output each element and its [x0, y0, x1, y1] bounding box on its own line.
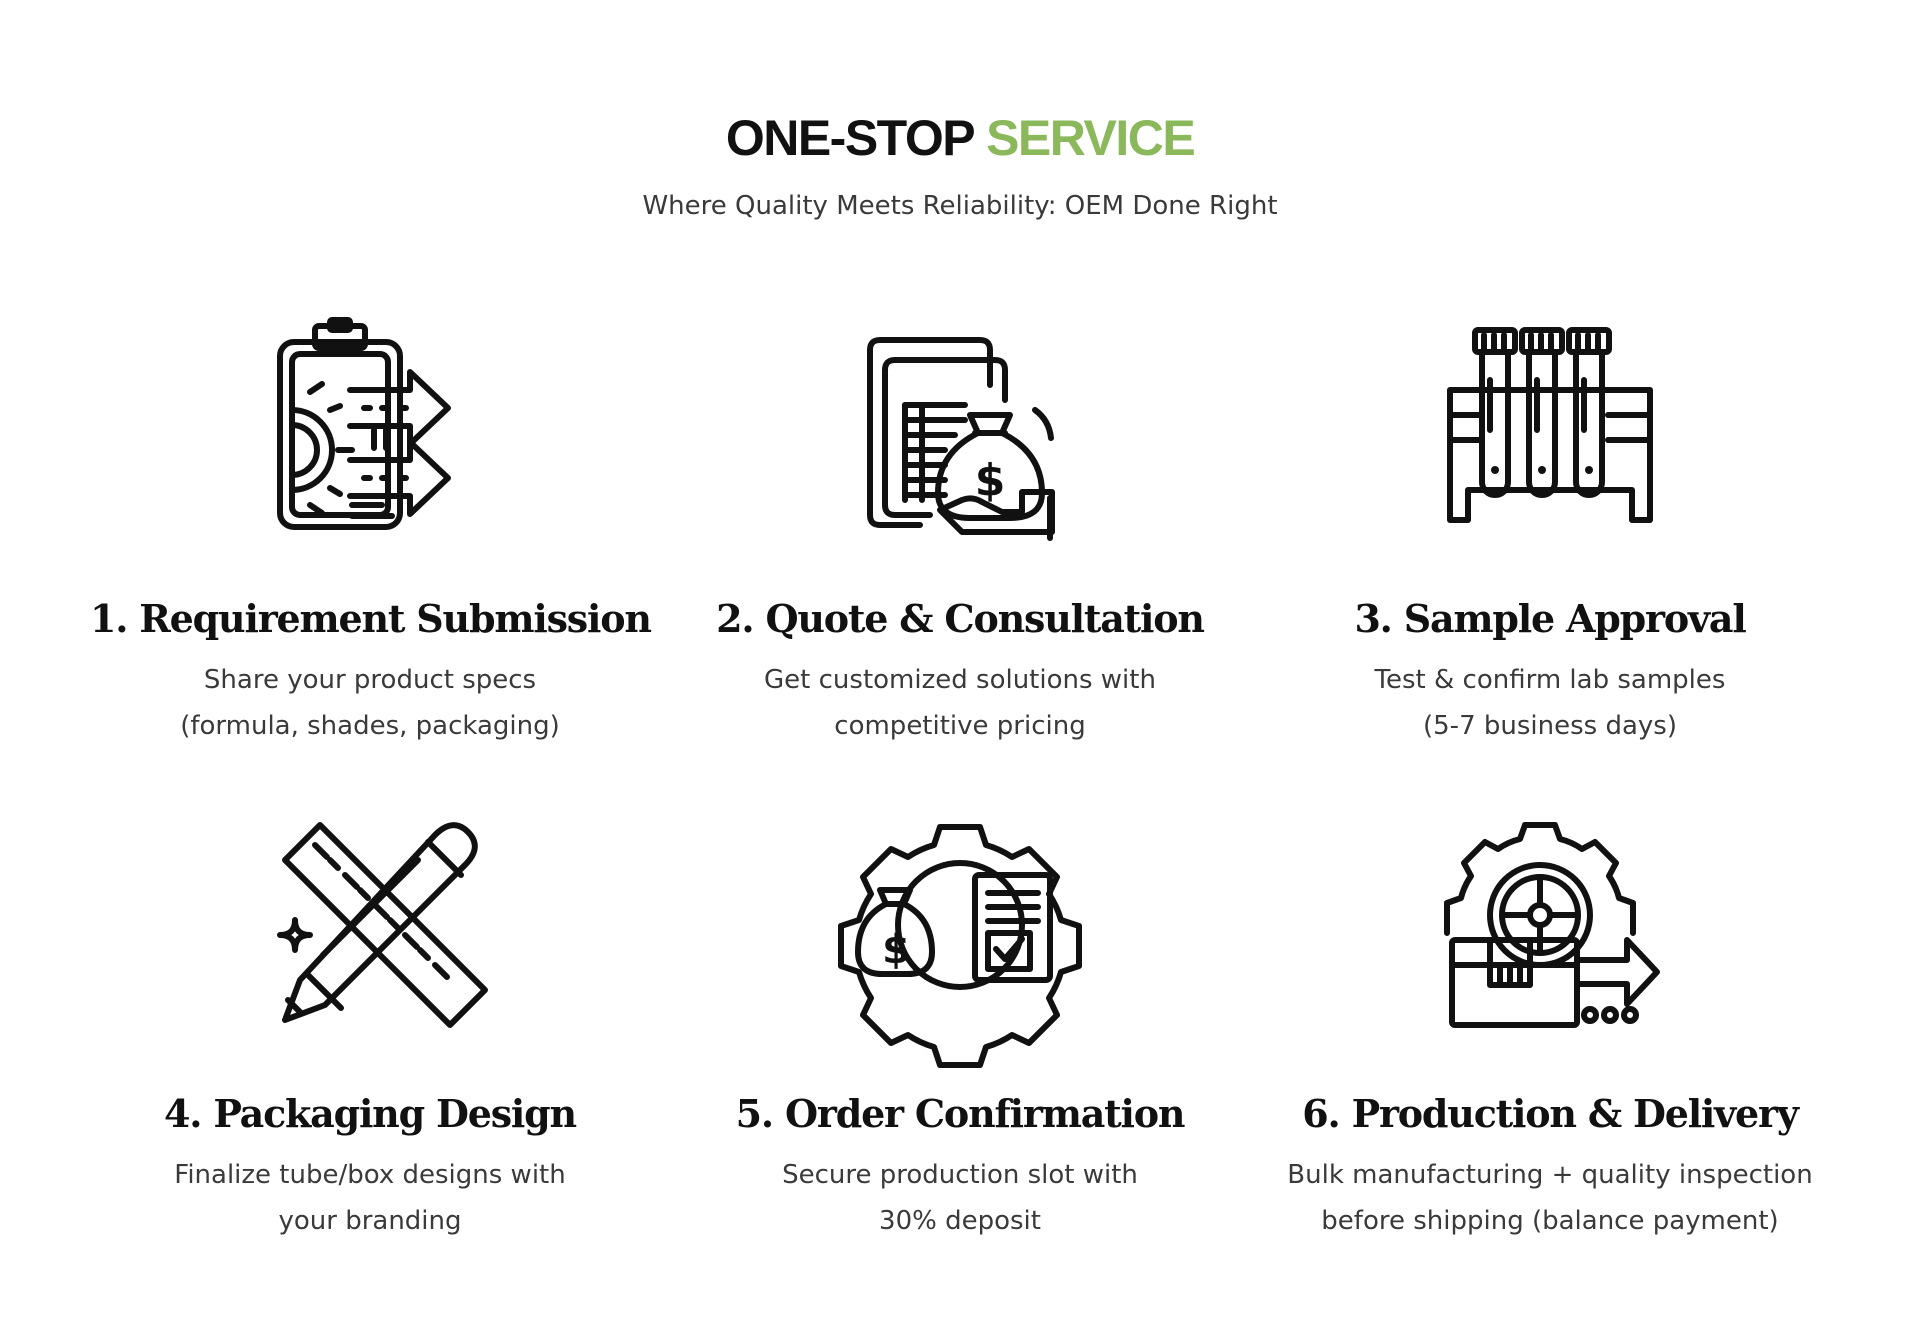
page-title-part2: SERVICE: [986, 110, 1196, 166]
step-description-line: (formula, shades, packaging): [180, 711, 560, 741]
step-description-line: (5-7 business days): [1423, 711, 1677, 741]
svg-text:$: $: [882, 927, 910, 973]
page-subtitle: Where Quality Meets Reliability: OEM Don…: [642, 191, 1278, 221]
step-title: 5. Order Confirmation: [735, 1091, 1186, 1136]
step-description-line: Test & confirm lab samples: [1374, 665, 1726, 695]
step-card-6: 6. Production & Delivery Bulk manufactur…: [1270, 810, 1830, 1244]
step-description-line: 30% deposit: [879, 1206, 1041, 1236]
step-card-1: 1. Requirement Submission Share your pro…: [90, 315, 652, 749]
gear-money-checklist-icon: $: [838, 824, 1082, 1068]
clipboard-gear-arrows-icon: [277, 317, 451, 530]
step-description-line: your branding: [278, 1206, 462, 1236]
step-description-line: Finalize tube/box designs with: [174, 1160, 566, 1190]
step-icon-wrap: [90, 810, 650, 1040]
step-description-line: competitive pricing: [834, 711, 1086, 741]
step-card-2: $ 2. Quote & Consultation Get customized…: [680, 315, 1240, 749]
step-description: Share your product specs (formula, shade…: [90, 657, 650, 749]
step-icon-wrap: $: [680, 315, 1240, 545]
step-description-line: Get customized solutions with: [764, 665, 1156, 695]
step-description-line: Share your product specs: [203, 665, 537, 695]
step-icon-wrap: [1270, 315, 1830, 545]
step-icon-wrap: $: [680, 810, 1240, 1068]
step-description-line: before shipping (balance payment): [1321, 1206, 1779, 1236]
step-icon-wrap: [90, 315, 650, 545]
step-card-5: $ 5. Order Confirmation Secure productio…: [680, 810, 1240, 1244]
step-description: Test & confirm lab samples (5-7 business…: [1270, 657, 1830, 749]
step-title: 1. Requirement Submission: [90, 596, 652, 641]
step-description: Secure production slot with 30% deposit: [680, 1152, 1240, 1244]
step-icon-wrap: [1270, 810, 1830, 1040]
step-description: Finalize tube/box designs with your bran…: [90, 1152, 650, 1244]
step-title: 2. Quote & Consultation: [716, 596, 1205, 641]
step-title: 3. Sample Approval: [1354, 596, 1746, 641]
page-title-part1: ONE-STOP: [725, 110, 976, 166]
step-description: Bulk manufacturing + quality inspection …: [1270, 1152, 1830, 1244]
svg-text:$: $: [975, 455, 1006, 506]
step-description-line: Secure production slot with: [782, 1160, 1138, 1190]
step-title: 4. Packaging Design: [164, 1091, 577, 1136]
step-card-3: 3. Sample Approval Test & confirm lab sa…: [1270, 315, 1830, 749]
step-description-line: Bulk manufacturing + quality inspection: [1287, 1160, 1813, 1190]
step-description: Get customized solutions with competitiv…: [680, 657, 1240, 749]
documents-money-bag-icon: $: [867, 337, 1055, 541]
step-title: 6. Production & Delivery: [1302, 1091, 1799, 1136]
ruler-pencil-icon: [277, 822, 488, 1028]
test-tubes-rack-icon: [1447, 327, 1653, 523]
step-card-4: 4. Packaging Design Finalize tube/box de…: [90, 810, 650, 1244]
gear-box-delivery-icon: [1444, 822, 1660, 1028]
